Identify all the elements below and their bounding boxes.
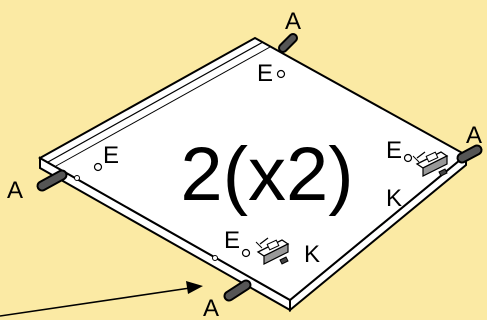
hole-marker — [403, 153, 413, 163]
hole-marker — [241, 248, 251, 258]
panel-groove — [47, 41, 264, 163]
edge-hole — [74, 175, 80, 181]
hinge-label: K — [304, 241, 320, 268]
hinge-hardware-icon — [255, 237, 290, 265]
hole-label: E — [386, 137, 402, 164]
hole-label: E — [257, 60, 273, 87]
hole-label: E — [224, 227, 240, 254]
dowel-icon — [278, 33, 298, 53]
hole-marker — [276, 69, 286, 79]
dowel-icon — [223, 279, 252, 302]
dowel-label: A — [466, 122, 482, 149]
hole-marker — [93, 162, 103, 172]
hinge-label: K — [386, 185, 402, 212]
edge-hole — [212, 255, 218, 261]
dowel-label: A — [203, 295, 219, 320]
dowel-icon — [36, 169, 68, 192]
dowel-label: A — [7, 177, 23, 204]
hinge-hardware-icon — [412, 151, 449, 177]
quantity-label: 2(x2) — [180, 132, 353, 217]
pointer-arrow-icon — [0, 281, 203, 317]
dowel-icon — [456, 144, 483, 164]
hole-label: E — [103, 142, 119, 169]
dowel-label: A — [285, 8, 301, 35]
panel-groove-inner — [55, 46, 271, 167]
